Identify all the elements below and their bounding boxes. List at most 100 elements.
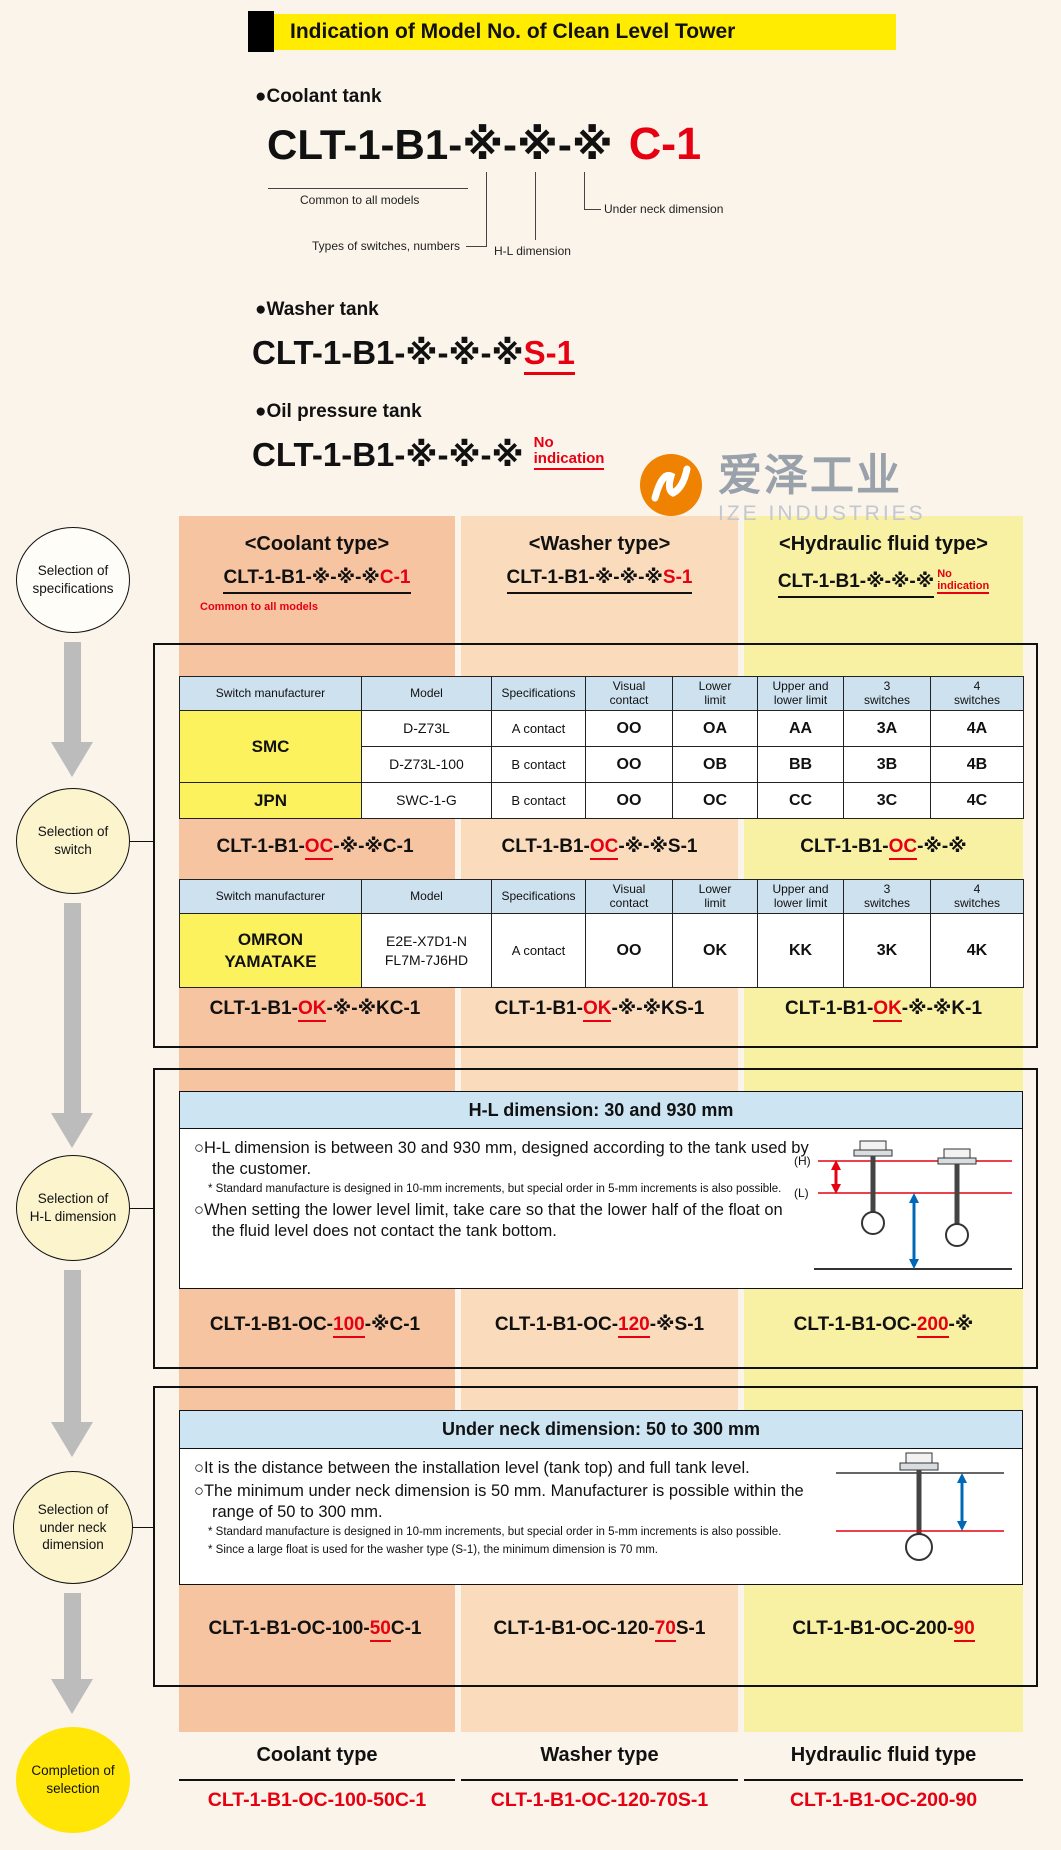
model-number-washer-hl: CLT-1-B1-OC-120-※S-1 xyxy=(461,1313,738,1338)
leader-line xyxy=(584,172,585,209)
table-row: SMC D-Z73L A contact OO OA AA 3A 4A xyxy=(179,710,1024,783)
hl-bullet-2: ○When setting the lower level limit, tak… xyxy=(194,1201,783,1241)
connector-line xyxy=(133,1527,153,1528)
note-switch-types: Types of switches, numbers xyxy=(312,239,461,253)
coolant-model-number: CLT-1-B1-※-※-※ C-1 xyxy=(267,118,701,170)
model-number-hydraulic-hl: CLT-1-B1-OC-200-※ xyxy=(744,1313,1023,1338)
coolant-model-suffix: C-1 xyxy=(628,118,702,169)
divider xyxy=(461,1779,738,1781)
neck-bullet-1: ○It is the distance between the installa… xyxy=(194,1459,750,1477)
col-header-upper-lower-limit: Upper and lower limit xyxy=(757,879,844,914)
col-header-lower-limit: Lower limit xyxy=(672,676,758,711)
col-header-visual-contact: Visual contact xyxy=(585,879,673,914)
oil-tank-heading: ●Oil pressure tank xyxy=(255,401,422,422)
model-number-hydraulic-switch: CLT-1-B1-OC-※-※ xyxy=(744,835,1023,860)
table-row: D-Z73L-100 B contact OO OB BB 3B 4B xyxy=(180,746,1024,783)
hl-note-1: * Standard manufacture is designed in 10… xyxy=(208,1183,782,1196)
coolant-type-model: CLT-1-B1-※-※-※C-1 xyxy=(179,566,455,594)
col-header-lower-limit: Lower limit xyxy=(672,879,758,914)
cell-specification: A contact xyxy=(491,710,586,747)
switch-table-2: Switch manufacturer Model Specifications… xyxy=(179,879,1024,988)
cell-model: E2E-X7D1-N FL7M-7J6HD xyxy=(361,913,492,988)
hl-dimension-body: ○H-L dimension is between 30 and 930 mm,… xyxy=(180,1129,1022,1270)
down-arrow-head xyxy=(51,742,93,777)
hl-dimension-diagram: (H) (L) xyxy=(794,1133,1018,1288)
col-header-4-switches: 4 switches xyxy=(930,676,1024,711)
down-arrow-head xyxy=(51,1113,93,1148)
leader-line xyxy=(268,188,468,189)
ize-logo-icon xyxy=(638,452,704,523)
title-banner: Indication of Model No. of Clean Level T… xyxy=(274,14,896,50)
model-number-washer-switch: CLT-1-B1-OC-※-※S-1 xyxy=(461,835,738,860)
table-header-row: Switch manufacturer Model Specifications… xyxy=(179,676,1024,711)
cell-3-switches: 3A xyxy=(843,710,931,747)
cell-upper-lower-limit: KK xyxy=(757,913,844,988)
neck-note-1: * Standard manufacture is designed in 10… xyxy=(208,1526,782,1539)
switch-selection-box: Switch manufacturer Model Specifications… xyxy=(153,643,1038,1048)
model-number-washer-neck: CLT-1-B1-OC-120-70S-1 xyxy=(461,1618,738,1642)
page-title: Indication of Model No. of Clean Level T… xyxy=(290,20,736,43)
note-under-neck-dimension: Under neck dimension xyxy=(604,202,724,216)
cell-upper-lower-limit: BB xyxy=(757,746,844,783)
cell-manufacturer: OMRON YAMATAKE xyxy=(179,913,362,988)
model-number-hydraulic-switch-omron: CLT-1-B1-OK-※-※K-1 xyxy=(744,997,1023,1022)
cell-4-switches: 4B xyxy=(930,746,1024,783)
note-hl-dimension: H-L dimension xyxy=(494,244,571,258)
bottom-label-hydraulic: Hydraulic fluid type xyxy=(790,1744,977,1766)
flow-step-completion-of-selection: Completion of selection xyxy=(16,1727,130,1833)
connector-line xyxy=(130,1208,153,1209)
cell-specification: B contact xyxy=(491,782,586,819)
divider xyxy=(179,1779,455,1781)
flow-step-selection-of-switch: Selection of switch xyxy=(16,788,130,894)
cell-4-switches: 4A xyxy=(930,710,1024,747)
col-header-4-switches: 4 switches xyxy=(930,879,1024,914)
connector-line xyxy=(130,841,153,842)
cell-visual-contact: OO xyxy=(585,782,673,819)
washer-type-label: <Washer type> xyxy=(528,533,671,555)
watermark-chinese-text: 爱泽工业 xyxy=(718,451,902,500)
under-neck-header: Under neck dimension: 50 to 300 mm xyxy=(180,1411,1022,1449)
ize-watermark: 爱泽工业 IZE INDUSTRIES xyxy=(638,451,926,526)
down-arrow-shaft xyxy=(64,903,81,1113)
watermark-text: 爱泽工业 IZE INDUSTRIES xyxy=(718,451,926,526)
neck-note-2: * Since a large float is used for the wa… xyxy=(208,1544,658,1557)
cell-visual-contact: OO xyxy=(585,913,673,988)
leader-line xyxy=(466,246,487,247)
table-row: JPN SWC-1-G B contact OO OC CC 3C 4C xyxy=(179,782,1024,819)
model-number-coolant-hl: CLT-1-B1-OC-100-※C-1 xyxy=(177,1313,453,1338)
coolant-type-label: <Coolant type> xyxy=(244,533,390,555)
col-header-3-switches: 3 switches xyxy=(843,879,931,914)
col-header-upper-lower-limit: Upper and lower limit xyxy=(757,676,844,711)
coolant-model-base: CLT-1-B1-※-※-※ xyxy=(267,121,613,168)
leader-line xyxy=(486,172,487,246)
washer-tank-heading: ●Washer tank xyxy=(255,299,379,320)
col-header-specifications: Specifications xyxy=(491,879,586,914)
cell-specification: B contact xyxy=(491,746,586,783)
hl-dimension-panel: H-L dimension: 30 and 930 mm ○H-L dimens… xyxy=(179,1091,1023,1289)
flow-step-selection-of-hl-dimension: Selection of H-L dimension xyxy=(16,1155,130,1261)
col-header-switch-manufacturer: Switch manufacturer xyxy=(179,879,362,914)
cell-4-switches: 4K xyxy=(930,913,1024,988)
down-arrow-shaft xyxy=(64,1270,81,1422)
switch-table-1: Switch manufacturer Model Specifications… xyxy=(179,676,1024,819)
neck-bullet-2: ○The minimum under neck dimension is 50 … xyxy=(194,1482,804,1522)
col-header-model: Model xyxy=(361,879,492,914)
washer-model-suffix: S-1 xyxy=(523,334,575,375)
note-common-to-all-models: Common to all models xyxy=(300,193,420,207)
title-accent-block xyxy=(248,11,274,52)
table-header-row: Switch manufacturer Model Specifications… xyxy=(179,879,1024,914)
model-number-coolant-switch: CLT-1-B1-OC-※-※C-1 xyxy=(177,835,453,860)
cell-lower-limit: OK xyxy=(672,913,758,988)
model-number-coolant-switch-omron: CLT-1-B1-OK-※-※KC-1 xyxy=(177,997,453,1022)
col-header-specifications: Specifications xyxy=(491,676,586,711)
coolant-tank-heading: ●Coolant tank xyxy=(255,86,382,107)
h-level-label: (H) xyxy=(794,1154,811,1168)
cell-4-switches: 4C xyxy=(930,782,1024,819)
cell-lower-limit: OB xyxy=(672,746,758,783)
model-number-washer-switch-omron: CLT-1-B1-OK-※-※KS-1 xyxy=(461,997,738,1022)
oil-model-base: CLT-1-B1-※-※-※ xyxy=(252,436,524,473)
